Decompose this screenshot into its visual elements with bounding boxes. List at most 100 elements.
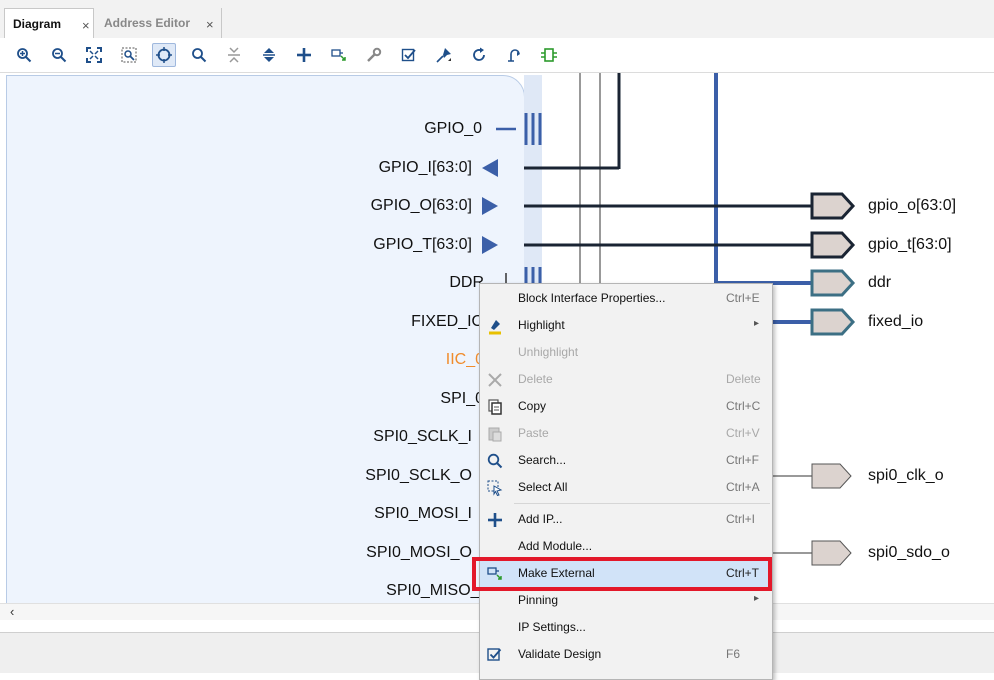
menu-item-validate-design[interactable]: Validate Design F6 xyxy=(480,641,772,668)
paste-icon xyxy=(488,427,502,442)
menu-separator xyxy=(514,503,770,504)
close-icon[interactable]: × xyxy=(82,18,90,33)
make-external-button[interactable] xyxy=(327,43,351,67)
menu-item-shortcut: Ctrl+E xyxy=(726,291,760,305)
connection-button[interactable] xyxy=(537,43,561,67)
menu-item-search[interactable]: Search... Ctrl+F xyxy=(480,447,772,474)
pin-button[interactable] xyxy=(432,43,456,67)
port-label-spi0_clk_o[interactable]: spi0_clk_o xyxy=(868,467,944,484)
close-icon[interactable]: × xyxy=(206,17,214,32)
add-icon xyxy=(297,48,311,62)
pin-spi-0[interactable]: SPI_0 xyxy=(440,390,484,407)
menu-item-shortcut: Ctrl+I xyxy=(726,512,756,526)
output-port-gpio_t xyxy=(810,231,856,259)
regenerate-layout-button[interactable] xyxy=(502,43,526,67)
menu-item-select-all[interactable]: Select All Ctrl+A xyxy=(480,474,772,501)
pin-gpio-t[interactable]: GPIO_T[63:0] xyxy=(373,236,472,253)
menu-item-delete[interactable]: Delete Delete xyxy=(480,366,772,393)
menu-item-label: Add Module... xyxy=(518,539,593,553)
copy-icon xyxy=(488,399,502,415)
wires xyxy=(482,73,856,566)
pin-gpio-0[interactable]: GPIO_0 xyxy=(424,120,482,137)
zoom-out-icon xyxy=(52,48,67,63)
menu-item-add-module[interactable]: Add Module... xyxy=(480,533,772,560)
select-all-icon xyxy=(487,480,503,497)
select-target-button[interactable] xyxy=(152,43,176,67)
pin-gpio-o[interactable]: GPIO_O[63:0] xyxy=(370,197,472,214)
tab-address-editor[interactable]: Address Editor × xyxy=(96,8,222,38)
block-pin-strip xyxy=(524,75,542,285)
validate-button[interactable] xyxy=(397,43,421,67)
search-button[interactable] xyxy=(187,43,211,67)
pin-iic-0[interactable]: IIC_0 xyxy=(445,351,484,368)
menu-item-ip-settings[interactable]: IP Settings... xyxy=(480,614,772,641)
menu-item-pinning[interactable]: Pinning ▸ xyxy=(480,587,772,614)
menu-item-highlight[interactable]: Highlight ▸ xyxy=(480,312,772,339)
validate-icon xyxy=(487,648,502,661)
diagram-toolbar xyxy=(0,38,994,73)
expand-icon xyxy=(263,48,275,62)
port-label-gpio_o[interactable]: gpio_o[63:0] xyxy=(868,197,957,214)
menu-item-shortcut: Ctrl+F xyxy=(726,453,759,467)
context-menu: Block Interface Properties... Ctrl+E Hig… xyxy=(479,283,773,680)
menu-item-label: Block Interface Properties... xyxy=(518,291,666,305)
search-icon xyxy=(192,48,207,63)
port-label-ddr[interactable]: ddr xyxy=(868,274,892,291)
refresh-icon xyxy=(473,47,485,61)
menu-item-block-interface-properties[interactable]: Block Interface Properties... Ctrl+E xyxy=(480,285,772,312)
wrench-icon xyxy=(367,47,382,62)
validate-icon xyxy=(401,48,416,62)
expand-button[interactable] xyxy=(257,43,281,67)
menu-item-make-external[interactable]: Make External Ctrl+T xyxy=(480,560,772,587)
menu-item-shortcut: Delete xyxy=(726,372,761,386)
ip-block[interactable] xyxy=(6,75,525,603)
menu-item-label: Search... xyxy=(518,453,567,467)
connection-icon xyxy=(541,48,557,62)
pin-gpio-i[interactable]: GPIO_I[63:0] xyxy=(378,159,472,176)
menu-item-add-ip[interactable]: Add IP... Ctrl+I xyxy=(480,506,772,533)
pin-spi0-miso-i[interactable]: SPI0_MISO_I xyxy=(386,582,484,599)
pin-spi0-mosi-i[interactable]: SPI0_MOSI_I xyxy=(374,505,472,522)
make-external-icon xyxy=(487,567,502,580)
pin-spi0-sclk-i[interactable]: SPI0_SCLK_I xyxy=(373,428,472,445)
search-icon xyxy=(487,453,503,469)
zoom-in-button[interactable] xyxy=(12,43,36,67)
add-icon xyxy=(488,513,502,527)
properties-button[interactable] xyxy=(362,43,386,67)
zoom-fit-button[interactable] xyxy=(82,43,106,67)
menu-item-label: Copy xyxy=(518,399,547,413)
collapse-icon xyxy=(228,47,240,63)
menu-item-label: Validate Design xyxy=(518,647,602,661)
menu-item-label: Unhighlight xyxy=(518,345,579,359)
pin-spi0-mosi-o[interactable]: SPI0_MOSI_O xyxy=(366,544,472,561)
pin-spi0-sclk-o[interactable]: SPI0_SCLK_O xyxy=(365,467,472,484)
output-port-spi0_sdo_o xyxy=(811,540,852,566)
pin-fixed-io[interactable]: FIXED_IO xyxy=(411,313,484,330)
tab-diagram[interactable]: Diagram × xyxy=(4,8,94,38)
output-port-spi0_clk_o xyxy=(811,463,852,489)
tab-address-editor-label: Address Editor xyxy=(104,16,191,30)
menu-item-unhighlight[interactable]: Unhighlight xyxy=(480,339,772,366)
menu-item-copy[interactable]: Copy Ctrl+C xyxy=(480,393,772,420)
menu-item-label: Pinning xyxy=(518,593,559,607)
refresh-button[interactable] xyxy=(467,43,491,67)
port-label-fixed_io[interactable]: fixed_io xyxy=(868,313,924,330)
menu-item-label: Paste xyxy=(518,426,549,440)
scroll-left-icon[interactable]: ‹ xyxy=(10,604,15,619)
menu-item-shortcut: Ctrl+C xyxy=(726,399,761,413)
add-ip-button[interactable] xyxy=(292,43,316,67)
port-label-gpio_t[interactable]: gpio_t[63:0] xyxy=(868,236,952,253)
menu-item-label: Make External xyxy=(518,566,595,580)
menu-item-shortcut: F6 xyxy=(726,647,741,661)
zoom-fit-icon xyxy=(86,47,102,63)
port-label-spi0_sdo_o[interactable]: spi0_sdo_o xyxy=(868,544,950,561)
delete-icon xyxy=(488,373,502,387)
submenu-arrow-icon: ▸ xyxy=(754,593,760,604)
zoom-out-button[interactable] xyxy=(47,43,71,67)
pin-ddr[interactable]: DDR xyxy=(449,274,484,291)
zoom-area-button[interactable] xyxy=(117,43,141,67)
menu-item-paste[interactable]: Paste Ctrl+V xyxy=(480,420,772,447)
menu-item-label: Highlight xyxy=(518,318,565,332)
menu-item-shortcut: Ctrl+T xyxy=(726,566,759,580)
collapse-button[interactable] xyxy=(222,43,246,67)
